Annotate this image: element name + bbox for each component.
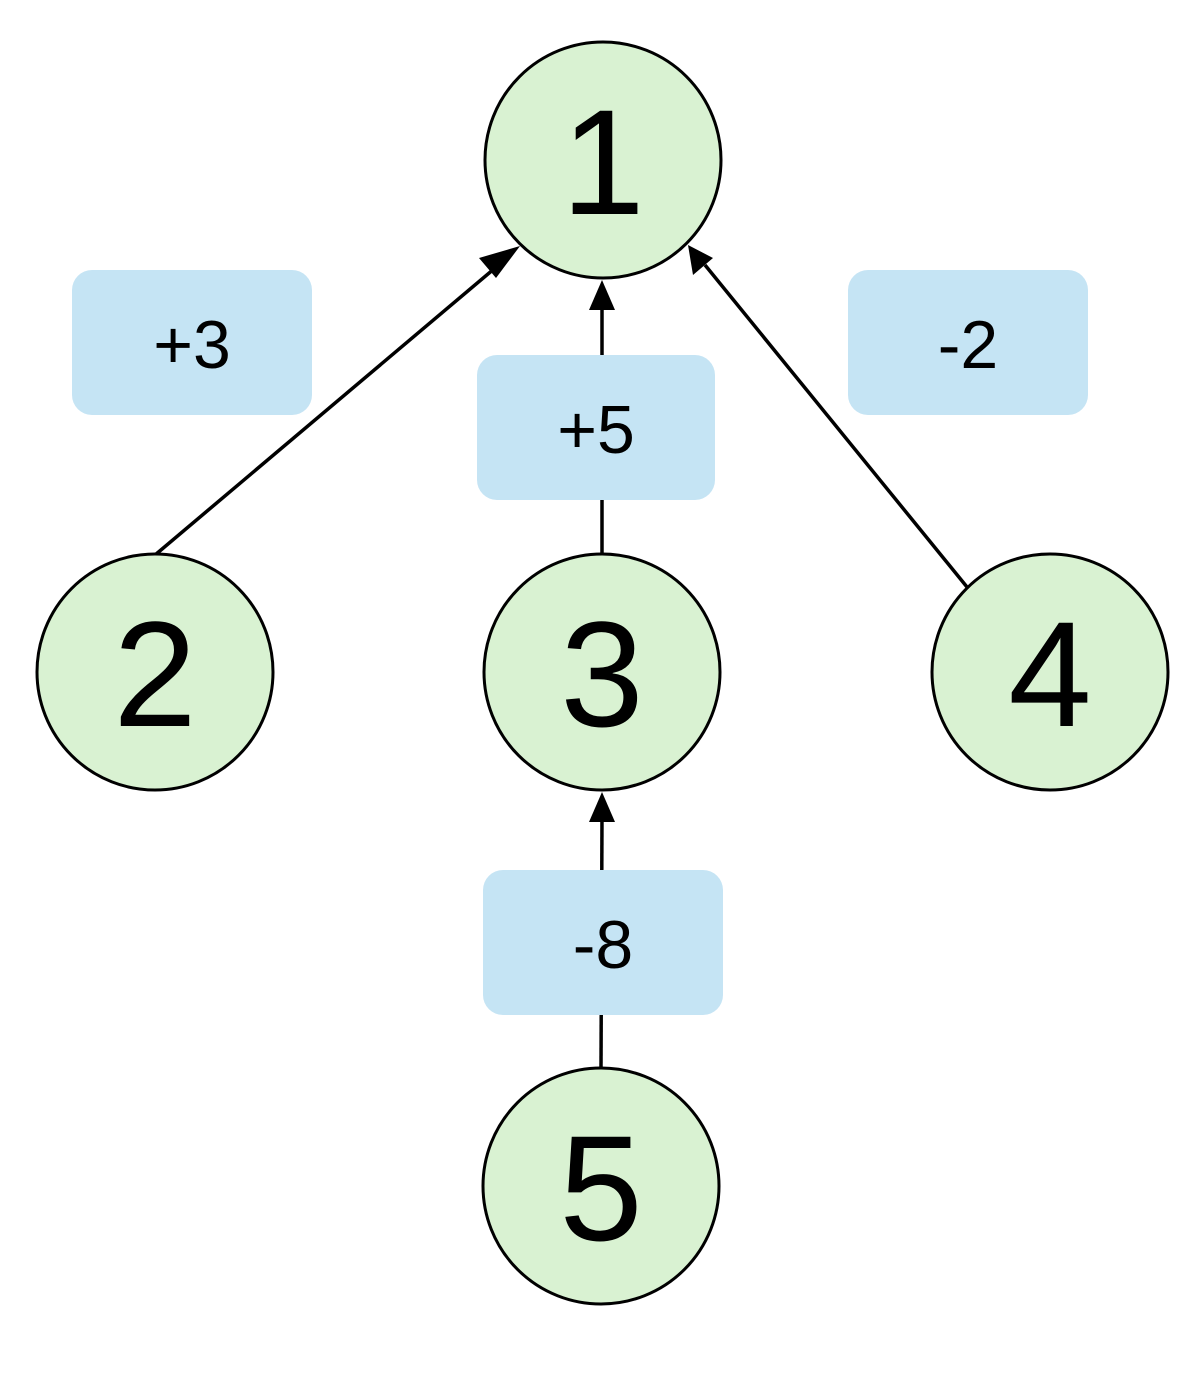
node-3: 3 — [482, 552, 722, 792]
node-circle — [481, 1066, 721, 1306]
edge-label-box — [477, 355, 715, 500]
node-2: 2 — [35, 552, 275, 792]
edge-label-2-to-1: +3 — [72, 270, 312, 415]
edges-layer — [153, 245, 969, 1069]
edge-label-text: +5 — [557, 392, 635, 468]
node-circle — [483, 40, 723, 280]
nodes-layer: 1 2 3 4 5 — [35, 40, 1170, 1306]
edge-label-5-to-3: -8 — [483, 870, 723, 1015]
node-label: 2 — [113, 590, 196, 758]
edge-label-box — [848, 270, 1088, 415]
edge-5-to-3-arrowhead — [589, 792, 615, 822]
node-label: 1 — [561, 78, 644, 246]
edge-label-text: +3 — [153, 307, 231, 383]
edge-label-3-to-1: +5 — [477, 355, 715, 500]
edge-4-to-1-arrowhead — [688, 245, 713, 275]
edge-label-box — [72, 270, 312, 415]
edge-2-to-1-line — [153, 261, 503, 557]
node-circle — [930, 552, 1170, 792]
node-label: 5 — [559, 1104, 642, 1272]
node-1: 1 — [483, 40, 723, 280]
node-4: 4 — [930, 552, 1170, 792]
edge-label-box — [483, 870, 723, 1015]
node-circle — [35, 552, 275, 792]
edge-3-to-1-arrowhead — [589, 280, 615, 310]
edge-label-4-to-1: -2 — [848, 270, 1088, 415]
edge-labels-layer: +3 +5 -2 -8 — [72, 270, 1088, 1015]
edge-label-text: -8 — [573, 907, 633, 983]
node-label: 4 — [1008, 590, 1091, 758]
node-5: 5 — [481, 1066, 721, 1306]
node-label: 3 — [560, 590, 643, 758]
edge-label-text: -2 — [938, 307, 998, 383]
node-circle — [482, 552, 722, 792]
edge-2-to-1-arrowhead — [479, 246, 520, 278]
edge-4-to-1-line — [703, 263, 969, 589]
